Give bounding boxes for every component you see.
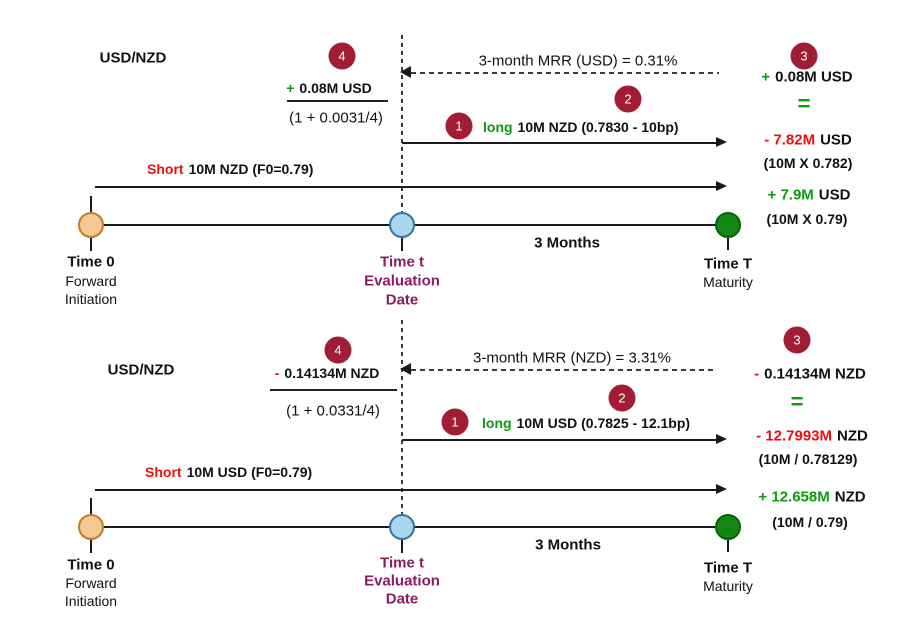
pv-value: +0.08M USD: [761, 68, 853, 86]
plus-sign: +: [286, 80, 295, 96]
long-leg-arrow: [402, 434, 727, 444]
time0-desc: Forward: [65, 575, 117, 591]
timet-desc: Evaluation: [364, 572, 440, 590]
mrr-label: 3-month MRR (USD) = 0.31%: [478, 52, 678, 70]
mrr-dashed-arrow: [400, 363, 716, 375]
timeT-desc: Maturity: [703, 274, 753, 290]
time0-dot: [78, 212, 104, 238]
receive-calc: (10M / 0.79): [772, 514, 848, 530]
timet-desc: Date: [385, 590, 419, 608]
discount-numerator: -0.14134M NZD: [274, 365, 380, 381]
discount-numerator: +0.08M USD: [286, 80, 372, 96]
timeline-tick: [90, 238, 92, 251]
minus-sign: -: [274, 365, 280, 381]
mrr-dashed-arrow: [400, 66, 719, 78]
mrr-label: 3-month MRR (NZD) = 3.31%: [473, 349, 671, 367]
pv-value: -0.14134M NZD: [754, 365, 866, 383]
time0-title: Time 0: [67, 556, 115, 574]
time0-desc: Initiation: [64, 593, 118, 609]
discount-denominator: (1 + 0.0331/4): [286, 402, 380, 420]
pair-label: USD/NZD: [107, 361, 175, 379]
timet-dot: [389, 514, 415, 540]
time0-desc: Forward: [65, 273, 117, 289]
timeline-tick: [90, 498, 92, 514]
timeline-tick: [90, 540, 92, 553]
step-3-badge: 3: [790, 42, 818, 70]
step-4-badge: 4: [328, 42, 356, 70]
step-3-badge: 3: [783, 326, 811, 354]
evaluation-date-dashed-line: [401, 35, 403, 212]
timeT-title: Time T: [703, 559, 753, 577]
receive-calc: (10M X 0.79): [766, 211, 848, 227]
duration-label: 3 Months: [534, 234, 600, 252]
timet-title: Time t: [380, 253, 424, 271]
timet-title: Time t: [380, 554, 424, 572]
evaluation-date-dashed-line: [401, 320, 403, 514]
pay-calc: (10M X 0.782): [763, 155, 853, 171]
duration-label: 3 Months: [535, 536, 601, 554]
fraction-bar: [270, 389, 397, 391]
equals-sign: =: [797, 91, 811, 116]
timet-desc: Date: [385, 291, 419, 309]
timeT-dot: [715, 212, 741, 238]
time0-title: Time 0: [67, 253, 115, 271]
discount-denominator: (1 + 0.0031/4): [289, 109, 383, 127]
time0-desc: Initiation: [64, 291, 118, 307]
timeline-tick: [727, 540, 729, 552]
short-leg-arrow: [95, 181, 727, 191]
step-2-badge: 2: [608, 384, 636, 412]
timeline-tick: [727, 238, 729, 250]
timet-desc: Evaluation: [364, 272, 440, 290]
short-leg-arrow: [95, 484, 727, 494]
timet-dot: [389, 212, 415, 238]
timeT-dot: [715, 514, 741, 540]
minus-sign: -: [754, 365, 760, 383]
timeT-desc: Maturity: [703, 578, 753, 594]
timeline-tick: [90, 196, 92, 212]
plus-sign: +: [761, 68, 771, 86]
timeline-tick: [401, 238, 403, 251]
step-1-badge: 1: [441, 408, 469, 436]
fraction-bar: [287, 100, 388, 102]
timeT-title: Time T: [703, 255, 753, 273]
pay-calc: (10M / 0.78129): [758, 451, 858, 467]
step-4-badge: 4: [324, 336, 352, 364]
pair-label: USD/NZD: [99, 49, 167, 67]
timeline-tick: [401, 540, 403, 553]
equals-sign: =: [790, 389, 804, 414]
time0-dot: [78, 514, 104, 540]
step-2-badge: 2: [614, 85, 642, 113]
long-leg-arrow: [402, 137, 727, 147]
step-1-badge: 1: [445, 112, 473, 140]
